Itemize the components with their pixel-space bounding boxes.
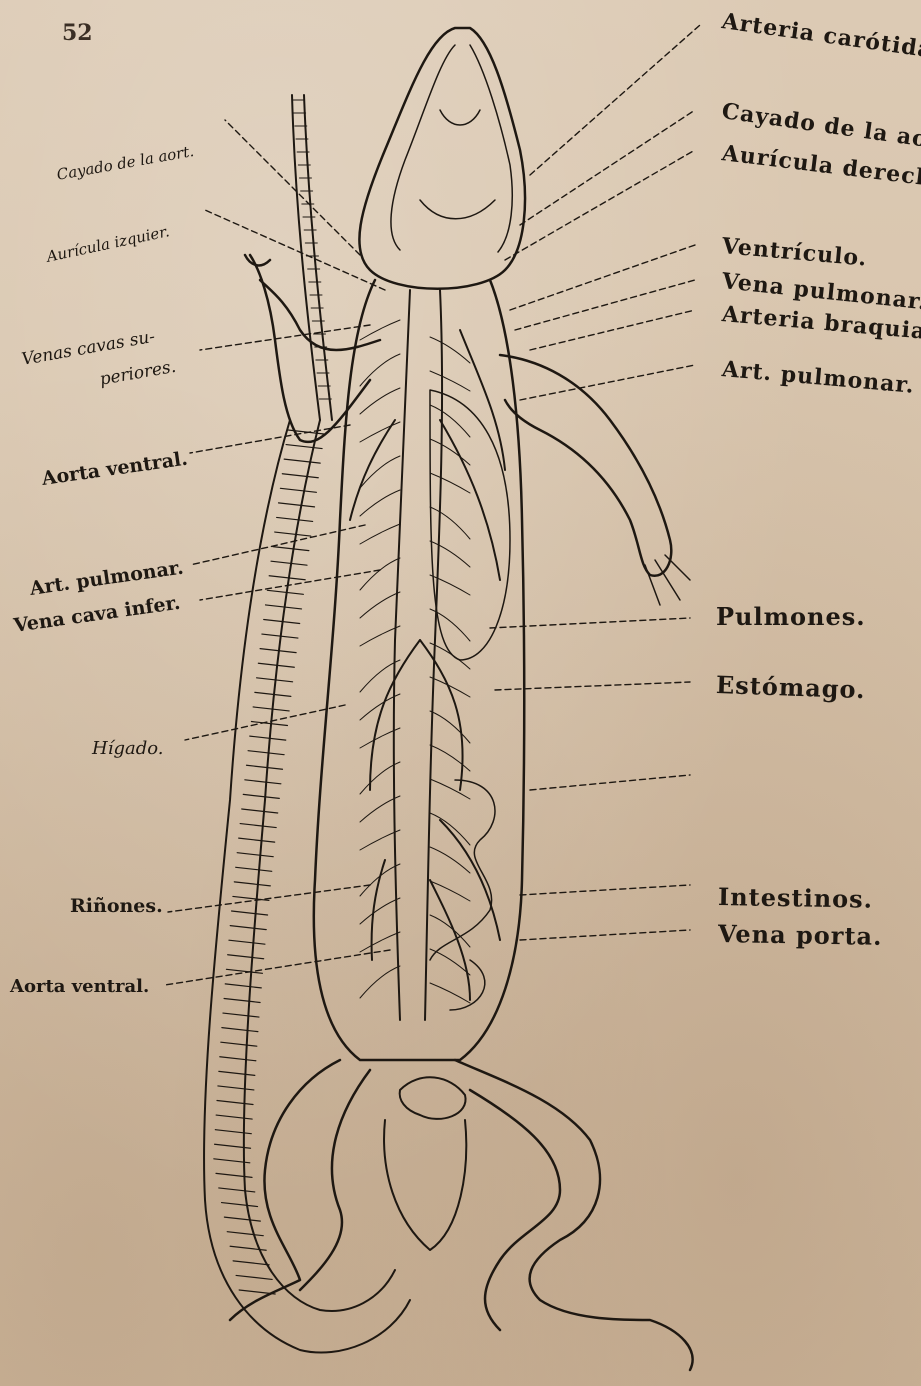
cloaca	[384, 1077, 466, 1250]
label-aorta-ventral-bottom: Aorta ventral.	[10, 978, 149, 996]
organ-outlines	[430, 390, 510, 1010]
vessel-branches	[360, 320, 470, 1003]
label-estomago: Estómago.	[716, 673, 866, 702]
hind-legs	[230, 1060, 693, 1370]
lizard-body	[314, 280, 524, 1060]
blood-vessels	[350, 290, 505, 1020]
label-higado: Hígado.	[92, 740, 163, 758]
label-intestinos: Intestinos.	[718, 885, 873, 912]
lizard-tail	[204, 420, 410, 1353]
label-pulmones: Pulmones.	[716, 605, 866, 629]
label-vena-porta: Vena porta.	[718, 922, 883, 949]
leader-lines	[165, 25, 700, 985]
lizard-head	[359, 28, 525, 289]
front-right-leg	[500, 355, 690, 605]
label-rinones: Riñones.	[70, 897, 163, 916]
tail-segments	[214, 430, 324, 1294]
